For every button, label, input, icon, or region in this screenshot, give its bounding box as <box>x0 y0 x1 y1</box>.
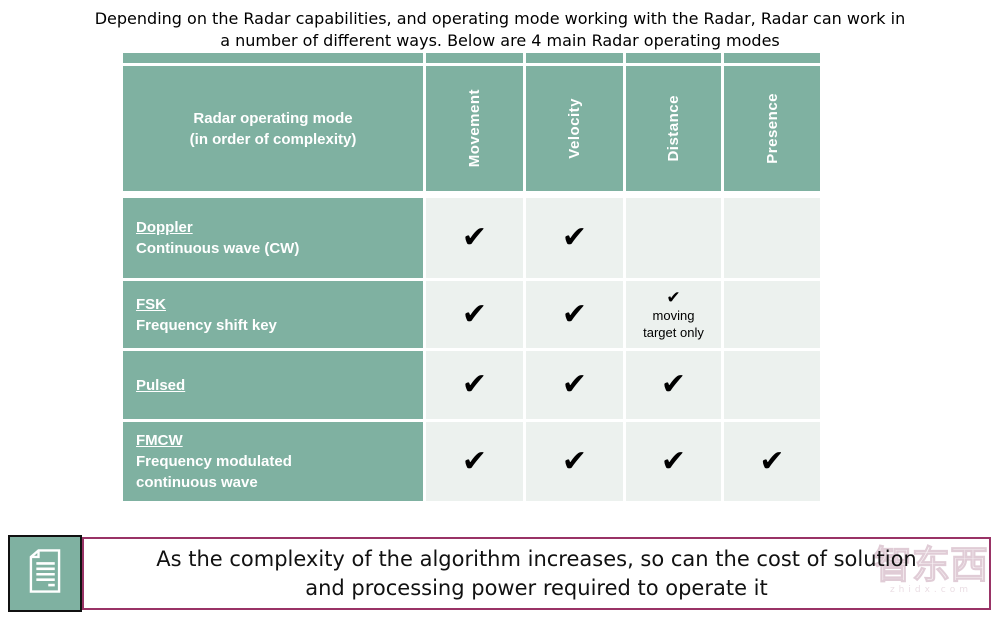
check-mark: ✔ <box>561 296 588 332</box>
check-mark: ✔ <box>461 367 488 402</box>
cell-fmcw-presence: ✔ <box>724 422 820 501</box>
check-mark: ✔ <box>561 367 588 402</box>
check-mark: ✔ <box>461 296 488 332</box>
row-label-cell: Pulsed <box>123 351 423 419</box>
note-text-line1: As the complexity of the algorithm incre… <box>156 546 917 571</box>
check-mark: ✔ <box>660 443 687 479</box>
table-row-doppler: Doppler Continuous wave (CW) ✔ ✔ <box>123 198 823 278</box>
cell-doppler-presence <box>724 198 820 278</box>
row-label-cell: Doppler Continuous wave (CW) <box>123 198 423 278</box>
mode-description: Continuous wave (CW) <box>136 240 300 257</box>
cell-fsk-presence <box>724 281 820 348</box>
cell-doppler-distance <box>626 198 721 278</box>
cell-fmcw-movement: ✔ <box>426 422 523 501</box>
mode-name: FSK <box>136 295 166 313</box>
slide-title-line1: Depending on the Radar capabilities, and… <box>94 9 906 28</box>
column-header-velocity: Velocity <box>526 66 623 191</box>
table-header-row: Radar operating mode (in order of comple… <box>123 66 823 191</box>
mode-name: FMCW <box>136 432 183 449</box>
check-mark: ✔ <box>666 287 681 308</box>
cell-fmcw-velocity: ✔ <box>526 422 623 501</box>
mode-description: Frequency shift key <box>136 316 277 334</box>
check-mark: ✔ <box>461 220 488 255</box>
strip-cell <box>426 53 523 63</box>
check-mark: ✔ <box>461 443 488 479</box>
cell-pulsed-movement: ✔ <box>426 351 523 419</box>
corner-header-line1: Radar operating mode <box>193 109 353 127</box>
radar-modes-table: Radar operating mode (in order of comple… <box>123 53 823 504</box>
strip-cell <box>123 53 423 63</box>
cell-pulsed-velocity: ✔ <box>526 351 623 419</box>
cell-pulsed-distance: ✔ <box>626 351 721 419</box>
strip-cell <box>626 53 721 63</box>
corner-header-line2: (in order of complexity) <box>189 130 357 148</box>
column-header-distance: Distance <box>626 66 721 191</box>
strip-cell <box>526 53 623 63</box>
cell-fsk-movement: ✔ <box>426 281 523 348</box>
table-row-pulsed: Pulsed ✔ ✔ ✔ <box>123 351 823 419</box>
check-mark: ✔ <box>660 367 687 402</box>
cell-note: target only <box>643 324 704 340</box>
column-header-presence: Presence <box>724 66 820 191</box>
table-row-fmcw: FMCW Frequency modulated continuous wave… <box>123 422 823 501</box>
check-mark: ✔ <box>561 443 588 479</box>
mode-name: Pulsed <box>136 376 186 394</box>
column-header-movement: Movement <box>426 66 523 191</box>
cell-fmcw-distance: ✔ <box>626 422 721 501</box>
table-row-fsk: FSK Frequency shift key ✔ ✔ ✔ moving tar… <box>123 281 823 348</box>
slide-title-line2: a number of different ways. Below are 4 … <box>220 31 780 50</box>
cell-doppler-velocity: ✔ <box>526 198 623 278</box>
mode-name: Doppler <box>136 219 193 236</box>
note-text-line2: and processing power required to operate… <box>305 575 768 600</box>
cell-pulsed-presence <box>724 351 820 419</box>
cell-note: moving <box>652 307 695 323</box>
check-mark: ✔ <box>561 220 588 255</box>
slide-title: Depending on the Radar capabilities, and… <box>0 8 1000 52</box>
note-text-box: As the complexity of the algorithm incre… <box>82 537 991 610</box>
strip-cell <box>724 53 820 63</box>
mode-description: continuous wave <box>136 474 258 491</box>
check-mark: ✔ <box>759 443 785 479</box>
mode-description: Frequency modulated <box>136 453 292 470</box>
cell-doppler-movement: ✔ <box>426 198 523 278</box>
table-top-strip <box>123 53 823 63</box>
document-icon <box>23 545 67 602</box>
row-label-cell: FSK Frequency shift key <box>123 281 423 348</box>
cell-fsk-distance: ✔ moving target only <box>626 281 721 348</box>
note-icon-box <box>8 535 82 612</box>
corner-header-cell: Radar operating mode (in order of comple… <box>123 66 423 191</box>
cell-fsk-velocity: ✔ <box>526 281 623 348</box>
row-label-cell: FMCW Frequency modulated continuous wave <box>123 422 423 501</box>
